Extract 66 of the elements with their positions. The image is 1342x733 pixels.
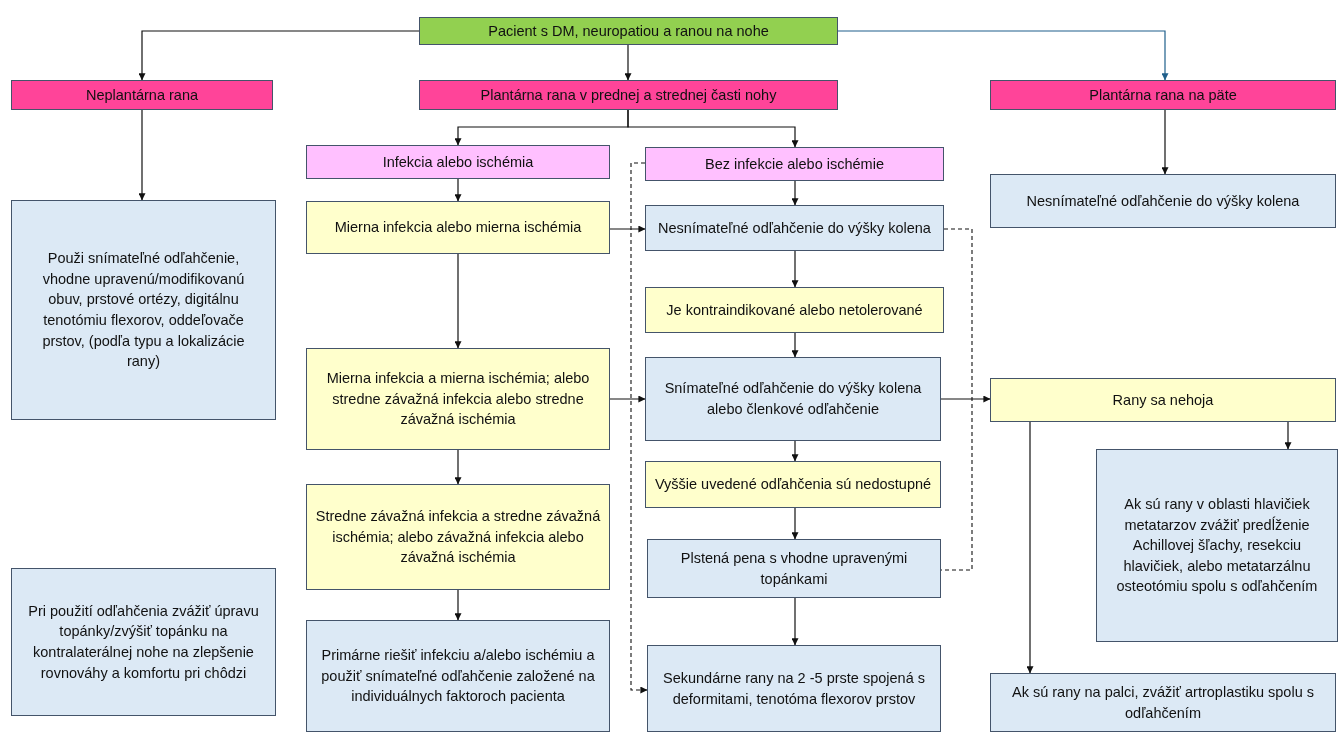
treatment-box bbox=[306, 620, 610, 732]
treatment-box bbox=[11, 200, 276, 420]
arrow bbox=[940, 395, 991, 403]
treatment-box bbox=[645, 357, 941, 441]
box-text: Rany sa nehoja bbox=[1112, 390, 1214, 410]
treatment-box bbox=[1096, 449, 1338, 642]
arrow bbox=[1026, 421, 1034, 674]
arrow bbox=[630, 162, 648, 694]
box-text: Nesnímateľné odľahčenie do výšky kolena bbox=[658, 218, 931, 238]
arrow bbox=[791, 250, 799, 288]
treatment-box bbox=[990, 174, 1336, 228]
box-text: Mierna infekcia a mierna ischémia; alebo stredne závažná infekcia alebo stredne závažná ischémia bbox=[325, 369, 591, 430]
arrow bbox=[627, 109, 799, 148]
condition-box bbox=[645, 461, 941, 508]
category-box bbox=[11, 80, 273, 110]
condition-box bbox=[306, 145, 610, 179]
box-text: Ak sú rany na palci, zvážiť artroplastiku spolu s odľahčením bbox=[1011, 682, 1315, 723]
arrow bbox=[454, 449, 462, 485]
box-text: Použi snímateľné odľahčenie, vhodne upravenú/modifikovanú obuv, prstové ortézy, digitálnu tenotómiu flexorov, oddeľovače prstov, (podľa typu a lokalizácie rany) bbox=[41, 249, 246, 372]
arrow bbox=[837, 30, 1169, 81]
condition-box bbox=[306, 348, 610, 450]
arrow bbox=[791, 507, 799, 540]
box-text: Neplantárna rana bbox=[85, 85, 199, 105]
box-text: Infekcia alebo ischémia bbox=[382, 152, 534, 172]
box-text: Plstená pena s vhodne upravenými topánkami bbox=[679, 548, 909, 589]
arrow bbox=[138, 109, 146, 201]
condition-box bbox=[645, 287, 944, 333]
box-text: Primárne riešiť infekciu a/alebo ischémiu a použiť snímateľné odľahčenie založené na individuálnych faktoroch pacienta bbox=[320, 646, 596, 707]
box-text: Bez infekcie alebo ischémie bbox=[705, 154, 884, 174]
box-text: Je kontraindikované alebo netolerované bbox=[666, 300, 923, 320]
arrow bbox=[791, 597, 799, 646]
condition-box bbox=[645, 147, 944, 181]
box-text: Plantárna rana v prednej a strednej časti nohy bbox=[480, 85, 777, 105]
treatment-box bbox=[990, 673, 1336, 732]
arrow bbox=[791, 440, 799, 462]
start-box bbox=[419, 17, 838, 45]
box-text: Sekundárne rany na 2 -5 prste spojená s deformitami, tenotóma flexorov prstov bbox=[662, 668, 926, 709]
box-text: Vyššie uvedené odľahčenia sú nedostupné bbox=[654, 475, 932, 495]
box-text: Pacient s DM, neuropatiou a ranou na nohe bbox=[488, 21, 769, 41]
box-text: Ak sú rany v oblasti hlavičiek metatarzov zvážiť predĺženie Achillovej šľachy, resekciu hlavičiek, alebo metatarzálnu osteotómiu spolu s odľahčením bbox=[1115, 495, 1319, 597]
treatment-box bbox=[645, 205, 944, 251]
arrow bbox=[454, 253, 462, 349]
box-text: Snímateľné odľahčenie do výšky kolena alebo členkové odľahčenie bbox=[663, 379, 923, 419]
arrow bbox=[138, 30, 420, 81]
category-box bbox=[990, 80, 1336, 110]
arrow bbox=[609, 225, 646, 233]
arrow bbox=[791, 332, 799, 358]
arrow bbox=[609, 395, 646, 403]
arrow bbox=[454, 589, 462, 621]
category-box bbox=[419, 80, 838, 110]
arrow bbox=[791, 180, 799, 206]
box-text: Pri použití odľahčenia zvážiť úpravu topánky/zvýšiť topánku na kontralaterálnej nohe na zlepšenie rovnováhy a komfortu pri chôdzi bbox=[27, 601, 260, 683]
condition-box bbox=[306, 484, 610, 590]
arrow bbox=[1284, 421, 1292, 450]
condition-box bbox=[306, 201, 610, 254]
box-text: Mierna infekcia alebo mierna ischémia bbox=[334, 218, 582, 238]
condition-box bbox=[990, 378, 1336, 422]
arrow bbox=[1161, 109, 1169, 175]
arrow bbox=[624, 44, 632, 81]
box-text: Nesnímateľné odľahčenie do výšky kolena bbox=[1026, 191, 1300, 211]
box-text: Stredne závažná infekcia a stredne závažná ischémia; alebo závažná infekcia alebo závažná ischémia bbox=[315, 507, 601, 568]
treatment-box bbox=[647, 645, 941, 732]
note-box bbox=[11, 568, 276, 716]
treatment-box bbox=[647, 539, 941, 598]
arrow bbox=[454, 178, 462, 202]
box-text: Plantárna rana na päte bbox=[1089, 85, 1237, 105]
